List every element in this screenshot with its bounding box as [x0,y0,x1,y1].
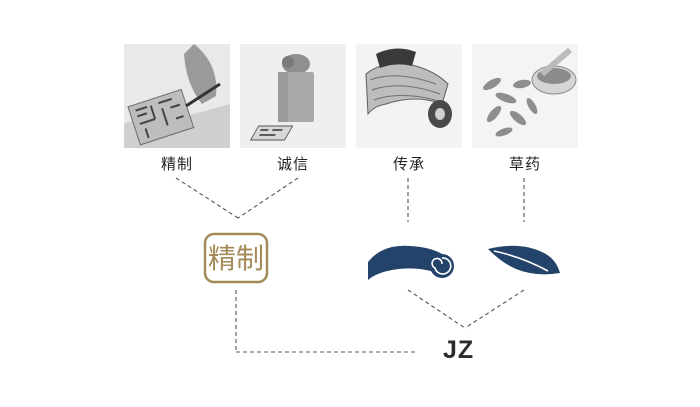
caption-chengxin: 诚信 [276,155,309,173]
caption-jingzhi: 精制 [160,155,193,173]
herbs-mortar-photo [472,44,578,148]
seal-text: 精制 [208,242,264,275]
caption-caoyao: 草药 [508,155,541,173]
connector-chengxin-to-seal [237,177,299,219]
scroll-logo [364,236,456,282]
ancient-scroll-photo [356,44,462,148]
connector-scroll-to-jz [407,289,466,329]
leaf-logo [486,243,562,277]
seal-carving-photo [124,44,230,148]
jade-seal-photo [240,44,346,148]
caption-chuancheng: 传承 [392,155,425,173]
connector-jingzhi-to-seal [175,177,239,219]
connector-leaf-to-jz [464,289,525,329]
jingzhi-seal-logo: 精制 [203,232,269,284]
brand-jz: JZ [443,336,475,364]
